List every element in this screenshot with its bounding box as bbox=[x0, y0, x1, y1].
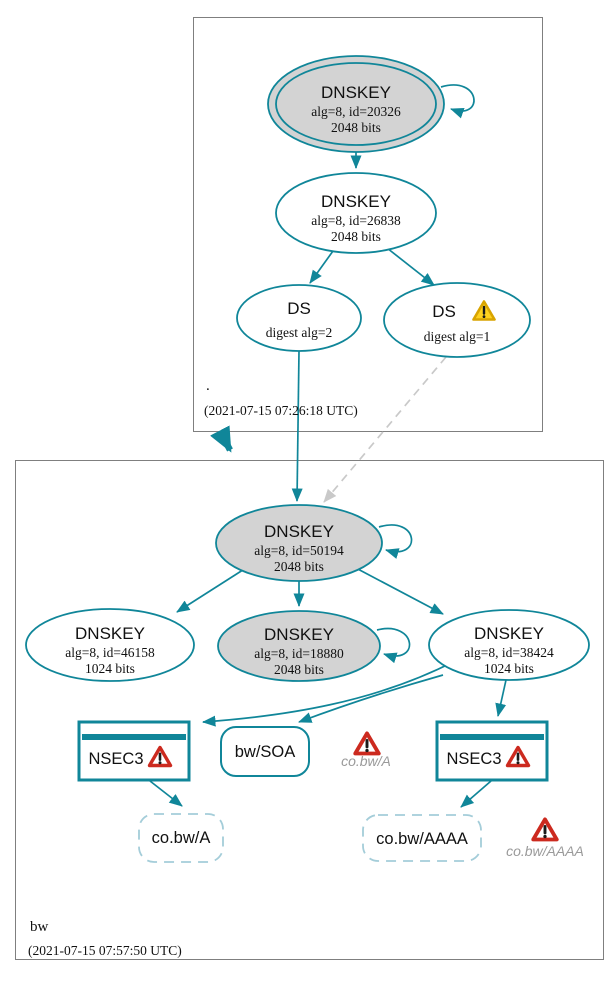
node-root-ksk-dnskey-20326: DNSKEY alg=8, id=20326 2048 bits bbox=[267, 55, 445, 153]
edge-root-ksk-selfloop bbox=[440, 84, 475, 119]
node-rrset-co-bw-a: co.bw/A bbox=[138, 813, 224, 863]
svg-text:1024 bits: 1024 bits bbox=[85, 661, 135, 676]
node-bw-zsk-dnskey-18880: DNSKEY alg=8, id=18880 2048 bits bbox=[217, 610, 381, 682]
zone-label-bw: bw bbox=[30, 919, 49, 935]
svg-text:DNSKEY: DNSKEY bbox=[264, 625, 334, 644]
svg-text:2048 bits: 2048 bits bbox=[274, 559, 324, 574]
edge-zsk3-nsec3-right bbox=[495, 679, 507, 717]
edge-root-zsk-ds1 bbox=[386, 247, 435, 286]
svg-text:alg=8, id=20326: alg=8, id=20326 bbox=[311, 104, 401, 119]
svg-text:digest alg=2: digest alg=2 bbox=[266, 325, 332, 340]
svg-text:DNSKEY: DNSKEY bbox=[321, 192, 391, 211]
svg-text:2048 bits: 2048 bits bbox=[331, 120, 381, 135]
zone-timestamp-bw: (2021-07-15 07:57:50 UTC) bbox=[28, 943, 182, 958]
svg-text:co.bw/A: co.bw/A bbox=[341, 753, 391, 769]
edge-bw-ksk-selfloop bbox=[378, 524, 413, 559]
svg-text:DNSKEY: DNSKEY bbox=[321, 83, 391, 102]
svg-text:alg=8, id=26838: alg=8, id=26838 bbox=[311, 213, 401, 228]
svg-text:NSEC3: NSEC3 bbox=[446, 750, 501, 768]
zone-timestamp-root: (2021-07-15 07:26:18 UTC) bbox=[204, 403, 358, 418]
node-bw-zsk-dnskey-38424: DNSKEY alg=8, id=38424 1024 bits bbox=[428, 609, 590, 681]
svg-text:2048 bits: 2048 bits bbox=[274, 662, 324, 677]
svg-text:NSEC3: NSEC3 bbox=[88, 750, 143, 768]
node-rrset-co-bw-aaaa: co.bw/AAAA bbox=[362, 814, 482, 862]
edge-ds2-to-bw-ksk bbox=[291, 350, 303, 502]
zone-label-root: . bbox=[206, 378, 210, 394]
node-nsec3-left: NSEC3 bbox=[77, 720, 191, 782]
edge-nsec3-left-rrset-a bbox=[149, 780, 183, 807]
node-root-zsk-dnskey-26838: DNSKEY alg=8, id=26838 2048 bits bbox=[275, 172, 437, 254]
svg-text:co.bw/AAAA: co.bw/AAAA bbox=[506, 843, 584, 859]
svg-text:DS: DS bbox=[432, 302, 456, 321]
svg-text:DNSKEY: DNSKEY bbox=[75, 624, 145, 643]
svg-text:co.bw/AAAA: co.bw/AAAA bbox=[376, 830, 468, 848]
node-root-ds-digest1: DS digest alg=1 bbox=[383, 282, 531, 358]
node-bw-soa: bw/SOA bbox=[220, 726, 310, 777]
warning-co-bw-aaaa: co.bw/AAAA bbox=[506, 817, 584, 859]
svg-text:alg=8, id=50194: alg=8, id=50194 bbox=[254, 543, 344, 558]
svg-text:DNSKEY: DNSKEY bbox=[264, 522, 334, 541]
svg-text:2048 bits: 2048 bits bbox=[331, 229, 381, 244]
edge-root-zsk-ds2 bbox=[309, 250, 334, 284]
svg-text:alg=8, id=46158: alg=8, id=46158 bbox=[65, 645, 155, 660]
edge-bw-ksk-zsk3 bbox=[353, 566, 444, 615]
node-nsec3-right: NSEC3 bbox=[435, 720, 549, 782]
node-bw-zsk-dnskey-46158: DNSKEY alg=8, id=46158 1024 bits bbox=[25, 608, 195, 682]
edge-bw-zsk2-selfloop bbox=[376, 627, 411, 664]
node-root-ds-digest2: DS digest alg=2 bbox=[236, 284, 362, 352]
svg-text:digest alg=1: digest alg=1 bbox=[424, 329, 490, 344]
svg-text:1024 bits: 1024 bits bbox=[484, 661, 534, 676]
svg-text:DS: DS bbox=[287, 299, 311, 318]
svg-text:alg=8, id=38424: alg=8, id=38424 bbox=[464, 645, 554, 660]
edge-zsk3-nsec3-left bbox=[202, 660, 456, 727]
node-bw-ksk-dnskey-50194: DNSKEY alg=8, id=50194 2048 bits bbox=[215, 504, 383, 582]
warning-co-bw-a: co.bw/A bbox=[341, 731, 391, 769]
svg-text:bw/SOA: bw/SOA bbox=[235, 743, 296, 761]
zone-cut-arrow bbox=[210, 425, 233, 453]
edge-nsec3-right-rrset-aaaa bbox=[460, 780, 492, 808]
svg-text:DNSKEY: DNSKEY bbox=[474, 624, 544, 643]
edge-bw-ksk-zsk1 bbox=[176, 567, 247, 613]
svg-text:alg=8, id=18880: alg=8, id=18880 bbox=[254, 646, 344, 661]
svg-text:co.bw/A: co.bw/A bbox=[152, 829, 211, 847]
edge-zsk3-soa bbox=[298, 674, 444, 723]
edge-ds1-to-bw-ksk-insecure bbox=[323, 356, 447, 503]
